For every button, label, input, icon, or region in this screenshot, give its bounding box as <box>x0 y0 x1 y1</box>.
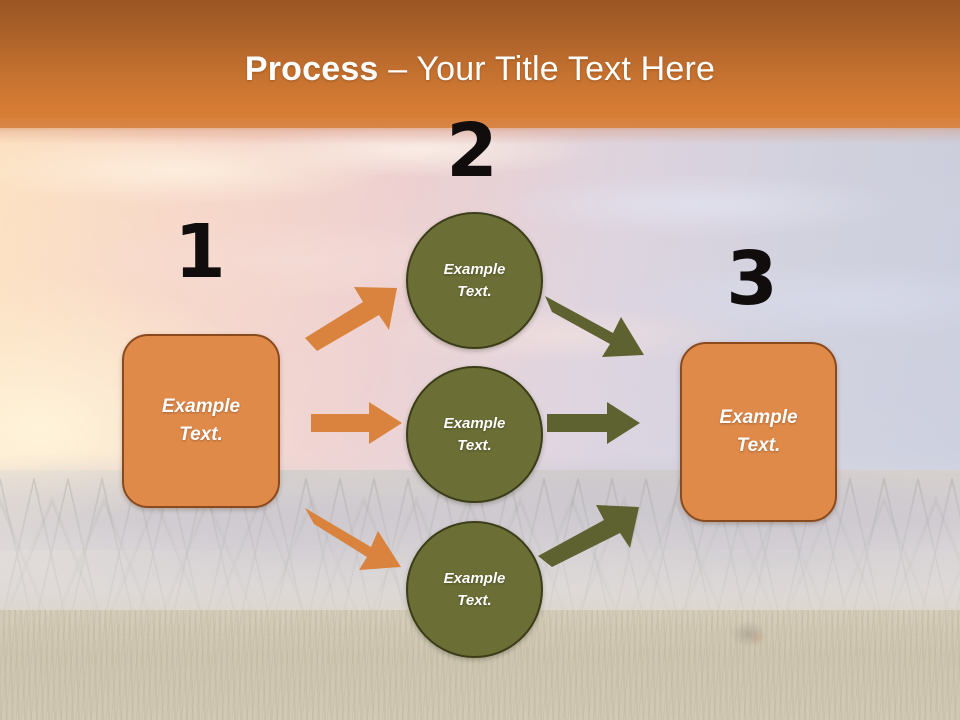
process-middle-circle-2-label-line2: Text. <box>457 436 492 454</box>
step-number-1: 1 <box>174 209 226 295</box>
page-title: Process – Your Title Text Here <box>0 50 960 89</box>
arrow-start-to-middle-center <box>311 402 403 444</box>
arrow-start-to-middle-bottom <box>305 500 411 572</box>
page-title-strong: Process <box>244 50 379 88</box>
process-end-box-label-line1: Example <box>719 407 798 429</box>
step-number-3: 3 <box>726 236 778 322</box>
process-middle-circle-1-label-line1: Example <box>443 260 506 278</box>
arrow-start-to-middle-top <box>305 282 405 352</box>
step-number-2: 2 <box>446 108 498 194</box>
process-middle-circle-3-label-line2: Text. <box>457 591 492 609</box>
process-middle-circle-2-label-line1: Example <box>443 414 506 432</box>
arrow-middle-center-to-end <box>547 402 641 444</box>
page-title-light: – Your Title Text Here <box>378 50 716 88</box>
process-start-box-label-line2: Text. <box>179 424 223 445</box>
process-middle-circle-3-label-line1: Example <box>443 569 506 587</box>
process-middle-circle-1-label-line2: Text. <box>457 282 492 300</box>
arrow-middle-top-to-end <box>545 290 655 362</box>
arrow-middle-bottom-to-end <box>538 498 650 568</box>
title-banner <box>0 0 960 128</box>
process-start-box-label-line1: Example <box>161 396 241 418</box>
process-end-box-label-line2: Text. <box>736 435 781 456</box>
